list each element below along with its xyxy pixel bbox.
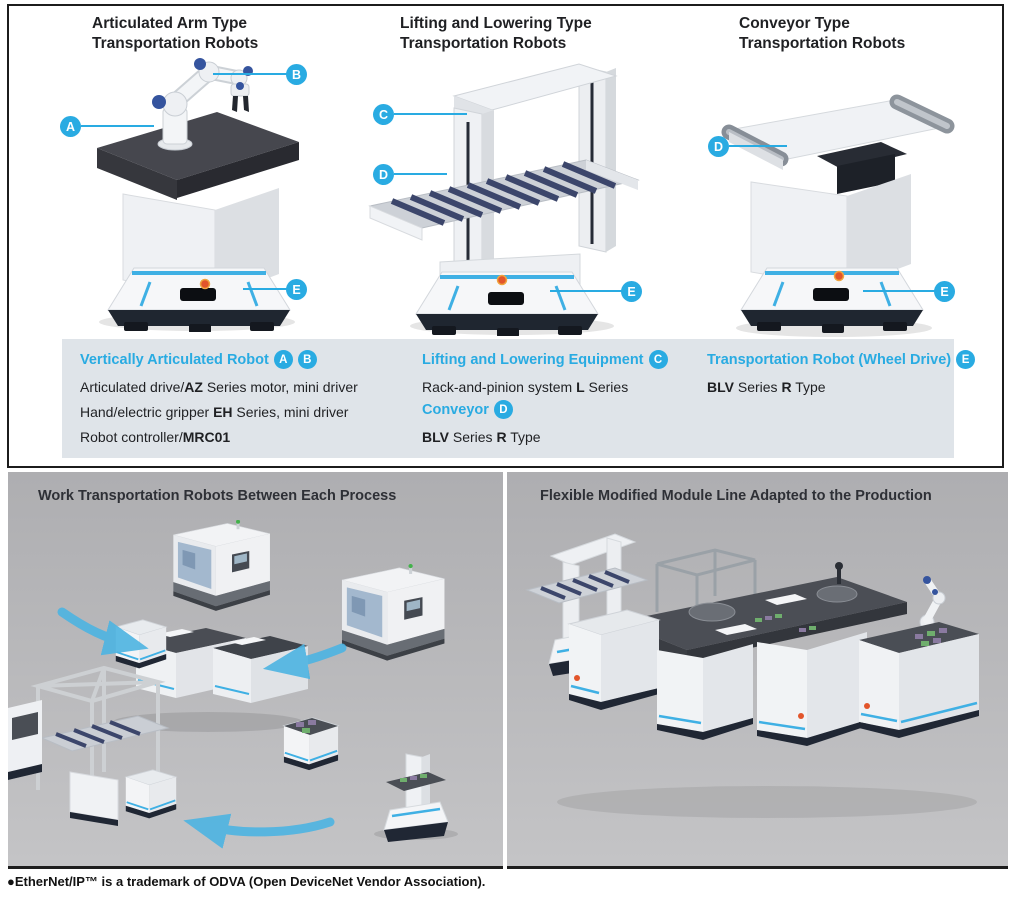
workstation-cluster: [113, 618, 308, 732]
flow-arrows: [57, 607, 347, 849]
indicator-light: [496, 274, 508, 286]
callout-line-e3: [863, 290, 936, 292]
callout-badge-e3: E: [934, 281, 955, 302]
legend-heading-text: Vertically Articulated Robot: [80, 351, 269, 368]
callout-line-a: [81, 125, 154, 127]
conveyor-unit: [721, 94, 955, 194]
module-cart-1: [567, 609, 661, 710]
trademark-note: ●EtherNet/IP™ is a trademark of ODVA (Op…: [7, 874, 486, 889]
articulated-arm-robot-illustration: [97, 58, 299, 332]
module-line-scene: [525, 533, 979, 818]
column-title-conveyor: Conveyor Type Transportation Robots: [739, 15, 906, 52]
legend-row: Hand/electric gripper EH Series, mini dr…: [80, 404, 349, 420]
legend-row: Articulated drive/AZ Series motor, mini …: [80, 379, 358, 395]
panel-work-transportation: Work Transportation Robots Between Each …: [8, 472, 503, 869]
wheel-drive-base: [106, 266, 292, 332]
gantry-conveyor: [40, 715, 178, 826]
left-station: [8, 700, 42, 780]
legend-badge-e: E: [956, 350, 976, 369]
callout-line-e1: [243, 288, 288, 290]
callout-badge-e2: E: [621, 281, 642, 302]
callout-line-d2: [729, 145, 787, 147]
lift-robot-small: [374, 753, 458, 842]
rack-pinion-conveyor-deck: [368, 159, 640, 241]
legend-row: Robot controller/MRC01: [80, 429, 231, 445]
legend-row: Rack-and-pinion system L Series: [422, 379, 629, 395]
legend-heading-text: Transportation Robot (Wheel Drive): [707, 351, 952, 368]
callout-badge-b: B: [286, 64, 307, 85]
tray-cart: [282, 716, 340, 772]
conveyor-robot-illustration: [721, 94, 955, 337]
legend-subheading-text: Conveyor: [422, 401, 489, 418]
legend-heading-text: Lifting and Lowering Equipment: [422, 351, 644, 368]
legend-badge-c: C: [648, 350, 668, 369]
legend-group-transport: Transportation Robot (Wheel Drive) E BLV…: [707, 339, 976, 458]
column-title-lifting: Lifting and Lowering Type Transportation…: [400, 15, 592, 52]
callout-badge-d1: D: [373, 164, 394, 185]
lifting-lowering-robot-illustration: [368, 63, 640, 336]
robot-body: [750, 174, 911, 289]
table-top: [97, 112, 299, 200]
wheel-drive-base: [739, 266, 925, 334]
callout-badge-e1: E: [286, 279, 307, 300]
indicator-light: [199, 278, 211, 290]
robot-types-section: Articulated Arm Type Transportation Robo…: [7, 4, 1004, 468]
legend-row: BLV Series R Type: [422, 429, 541, 445]
legend-group-lifting: Lifting and Lowering Equipment C Rack-an…: [422, 339, 702, 458]
indicator-light: [833, 270, 845, 282]
panel-module-line: Flexible Modified Module Line Adapted to…: [507, 472, 1008, 869]
legend-group-articulated: Vertically Articulated Robot A B Articul…: [80, 339, 410, 458]
gantry-frame: [452, 63, 618, 271]
callout-line-c: [394, 113, 467, 115]
electric-gripper: [230, 82, 250, 112]
callout-badge-a: A: [60, 116, 81, 137]
legend-row: BLV Series R Type: [707, 379, 826, 395]
process-transport-scene: [8, 520, 458, 849]
module-cart-2: [657, 644, 753, 740]
legend-band: Vertically Articulated Robot A B Articul…: [62, 339, 976, 458]
cage-frame: [655, 548, 757, 622]
callout-line-e2: [550, 290, 623, 292]
module-cart-3: [757, 632, 867, 746]
callout-line-b: [213, 73, 288, 75]
panel-left-title: Work Transportation Robots Between Each …: [38, 488, 397, 504]
callout-line-d1: [394, 173, 447, 175]
callout-badge-d2: D: [708, 136, 729, 157]
module-cart-4-robot-arm: [859, 576, 979, 738]
legend-badge-b: B: [297, 350, 317, 369]
legend-badge-d: D: [493, 400, 513, 419]
panel-right-title: Flexible Modified Module Line Adapted to…: [540, 488, 932, 504]
column-title-articulated: Articulated Arm Type Transportation Robo…: [92, 15, 259, 52]
legend-badge-a: A: [273, 350, 293, 369]
callout-badge-c: C: [373, 104, 394, 125]
